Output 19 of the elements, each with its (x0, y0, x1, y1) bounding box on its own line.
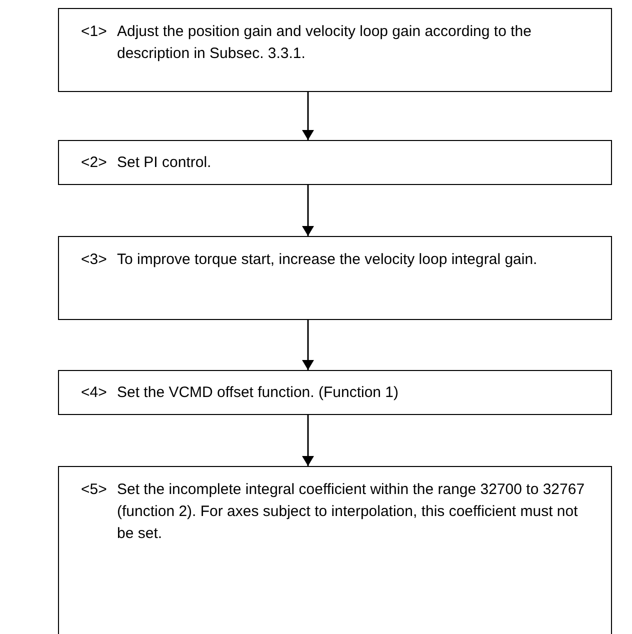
step-box (58, 8, 612, 92)
step-text: Adjust the position gain and velocity loop gain according to the description in Subsec. 3.3.1. (117, 22, 532, 64)
step-box (58, 236, 612, 320)
step-number: <4> (81, 383, 108, 403)
step-box (58, 370, 612, 415)
step-text: Set PI control. (117, 153, 212, 173)
step-number: <5> (81, 480, 108, 500)
step-number: <2> (81, 153, 108, 173)
step-box (58, 140, 612, 185)
arrow (302, 185, 314, 236)
step-text: Set the VCMD offset function. (Function 1) (117, 383, 400, 403)
step-number: <1> (81, 22, 108, 42)
arrow (302, 415, 314, 466)
step-text: To improve torque start, increase the velocity loop integral gain. (117, 250, 538, 270)
arrow (302, 320, 314, 370)
step-text: Set the incomplete integral coefficient within the range 32700 to 32767 (function 2). For axes subject to interpolation, this coefficient must not be set. (117, 480, 586, 544)
step-box (58, 466, 612, 634)
step-number: <3> (81, 250, 108, 270)
arrow (302, 92, 314, 140)
